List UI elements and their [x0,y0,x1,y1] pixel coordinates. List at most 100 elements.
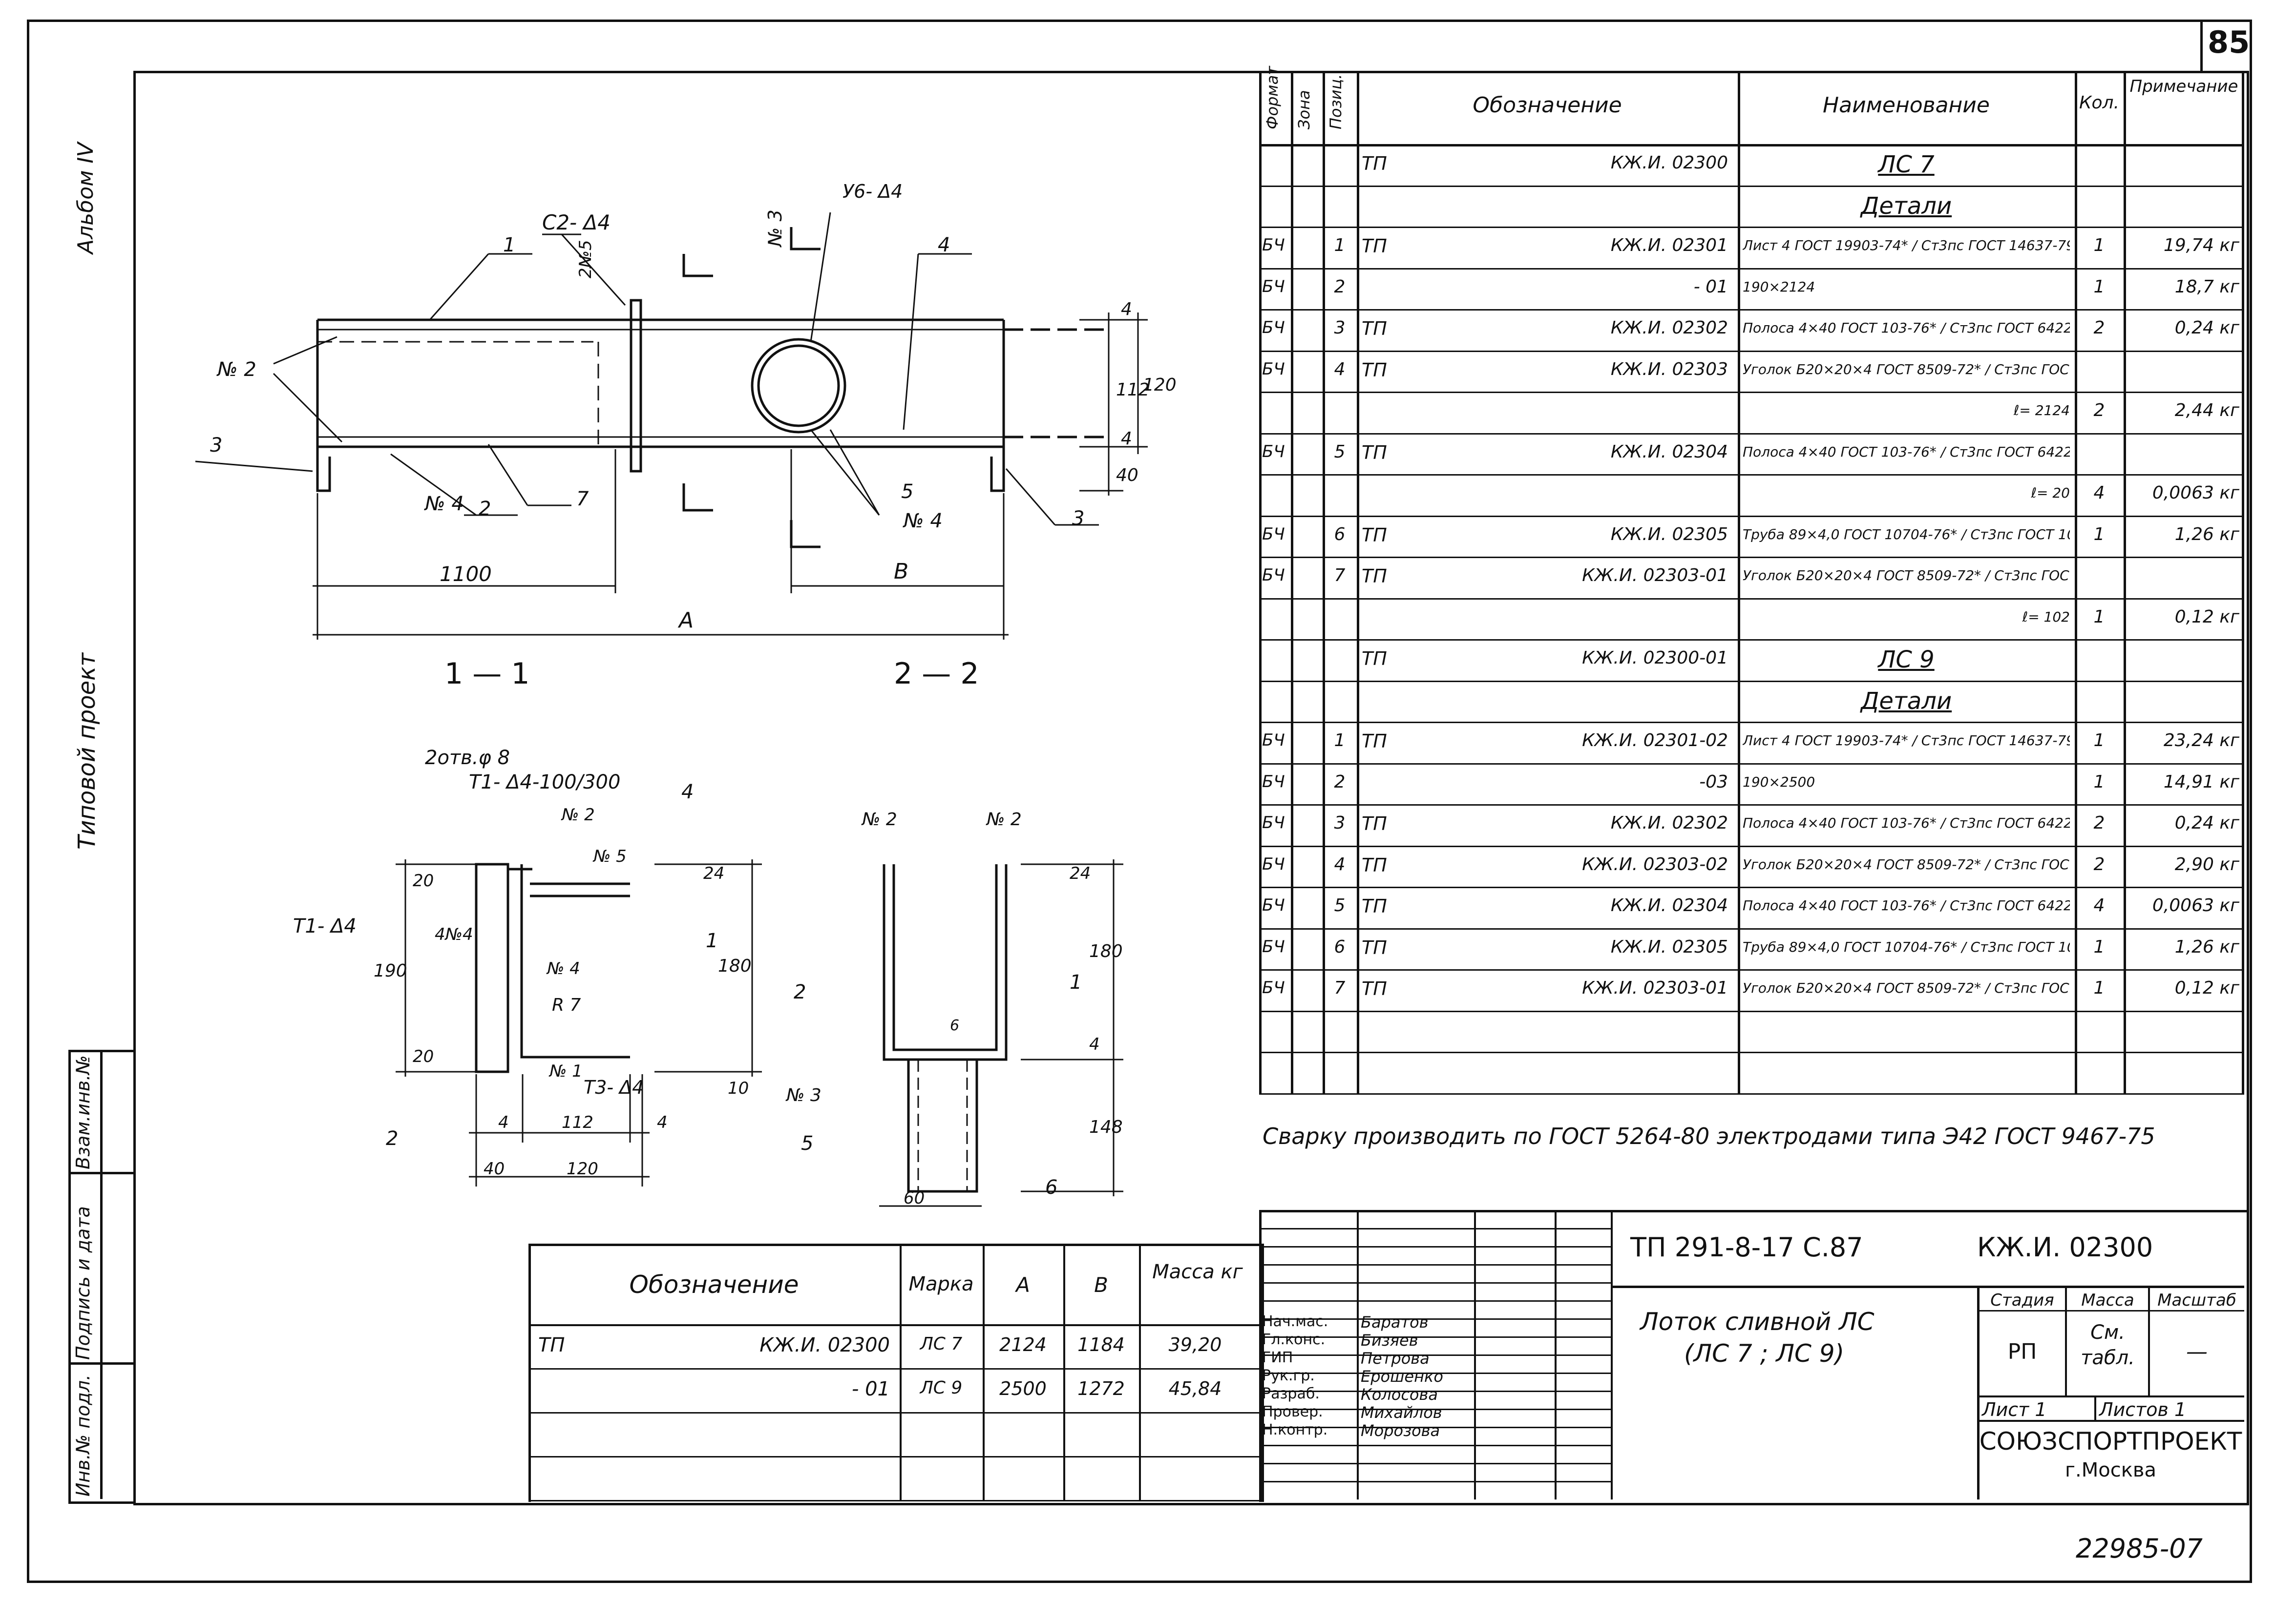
spec-col-rule [2242,71,2244,1093]
spec-top-rule [1259,71,2244,73]
spec-pos: 4 [1334,359,1346,379]
mass-label: Масса [2081,1291,2134,1310]
dim-right-4a: 4 [1121,299,1132,319]
spec-qty: 4 [2093,895,2105,916]
spec-name: 190×2124 [1743,278,1815,295]
title-left-rule [1259,1228,1611,1229]
title-left-rule [1259,1264,1611,1266]
pos-6: 3 [1072,507,1084,530]
spec-row-rule [1259,309,2244,311]
params-mass: 45,84 [1168,1378,1222,1399]
title-left-rule [1259,1373,1611,1374]
spec-name: Труба 89×4,0 ГОСТ 10704-76* / Ст3пс ГОСТ… [1743,526,2070,542]
spec-row-rule [1259,598,2244,600]
spec-pos: 3 [1334,813,1346,833]
spec-fmt: БЧ [1262,276,1285,296]
spec-fmt: БЧ [1262,359,1285,379]
params-mark: ЛС 9 [920,1378,963,1398]
spec-col-rule [2075,71,2077,1093]
spec-note: 23,24 кг [2163,730,2239,750]
params-prefix: ТП [538,1334,565,1356]
title-left-rule [1259,1427,1611,1428]
spec-code: КЖ.И. 02302 [1610,813,1728,833]
spec-note: 0,12 кг [2174,978,2239,998]
spec-fmt: БЧ [1262,813,1285,833]
pos-7: 1 [706,930,718,952]
dim-s2-24: 24 [1070,864,1091,883]
weld-n-0: № 2 [216,358,256,381]
title-left-rule [1259,1246,1611,1248]
spec-row-rule [1259,227,2244,228]
section-2-label: 2 — 2 [894,657,979,691]
title-left-rule [1259,1409,1611,1410]
spec-code: КЖ.И. 02303-01 [1582,565,1728,585]
spec-name: Уголок Б20×20×4 ГОСТ 8509-72* / Ст3пс ГО… [1743,856,2070,873]
spec-tp: ТП [1362,730,1387,752]
spec-row-rule [1259,1093,2244,1095]
spec-header-2: Позиц. [1327,74,1345,129]
spec-qty: 2 [2093,813,2105,833]
params-row-rule [528,1368,1259,1370]
title-left-col [1555,1210,1557,1499]
spec-qty: 2 [2093,318,2105,338]
params-row-rule [528,1500,1259,1501]
spec-heading: Детали [1860,192,1952,220]
weld-t3-label: Т3- Δ4 [584,1077,644,1098]
spec-col-rule [1323,71,1325,1093]
pos-3: 4 [938,234,950,256]
spec-name: Труба 89×4,0 ГОСТ 10704-76* / Ст3пс ГОСТ… [1743,938,2070,955]
weld-y6-label: У6- Δ4 [843,181,903,202]
title-left-rule [1259,1318,1611,1320]
title-org-rule [1977,1420,2244,1422]
spec-tp: ТП [1362,648,1387,669]
title-left-rule [1259,1354,1611,1356]
org-city: г.Москва [2065,1459,2156,1481]
params-code: КЖ.И. 02300 [759,1334,890,1356]
spec-fmt: БЧ [1262,441,1285,461]
spec-heading: Детали [1860,687,1952,715]
spec-fmt: БЧ [1262,771,1285,791]
spec-pos: 1 [1334,730,1346,750]
staff-role: Н.контр. [1262,1421,1328,1438]
params-row-rule [528,1456,1259,1457]
spec-fmt: БЧ [1262,854,1285,874]
spec-tp: ТП [1362,565,1387,587]
title-stage-col [2065,1286,2067,1395]
title-line1: Лоток сливной ЛС [1640,1308,1875,1336]
spec-code: КЖ.И. 02305 [1610,937,1728,957]
spec-col-rule [1738,71,1740,1093]
spec-name: Полоса 4×40 ГОСТ 103-76* / Ст3пс ГОСТ 64… [1743,897,2070,914]
spec-row-rule [1259,433,2244,435]
spec-note: 2,90 кг [2174,854,2239,874]
spec-row-rule [1259,804,2244,806]
spec-row-rule [1259,515,2244,517]
dim-s2-4: 4 [1089,1035,1100,1054]
spec-code: КЖ.И. 02303-02 [1582,854,1728,874]
spec-row-rule [1259,722,2244,723]
spec-qty: 1 [2093,937,2105,957]
dim-s2-180: 180 [1089,941,1123,961]
spec-row-rule [1259,1010,2244,1012]
spec-tp: ТП [1362,813,1387,834]
spec-row-rule [1259,185,2244,187]
spec-fmt: БЧ [1262,318,1285,337]
dim-a: A [677,608,694,633]
spec-row-rule [1259,680,2244,682]
title-left-rule [1259,1481,1611,1482]
spec-header-name: Наименование [1823,93,1990,118]
holes-label: 2отв.φ 8 [425,747,510,769]
spec-code: КЖ.И. 02304 [1610,441,1728,462]
weld-n-5: № 4 [546,959,580,978]
dim-right-120: 120 [1143,375,1177,395]
dim-s1-20a: 20 [413,871,434,891]
params-col-rule [1063,1244,1065,1500]
dim-s2-6: 6 [950,1017,959,1034]
welding-note: Сварку производить по ГОСТ 5264-80 элект… [1263,1123,2155,1149]
title-sheet-col [2094,1395,2096,1420]
spec-code: КЖ.И. 02305 [1610,524,1728,544]
dim-s2-60: 60 [904,1188,925,1208]
pos-5: 7 [576,488,589,510]
params-b: 1184 [1077,1334,1125,1355]
spec-col-rule [1259,71,1262,1093]
spec-note: 0,24 кг [2174,813,2239,833]
